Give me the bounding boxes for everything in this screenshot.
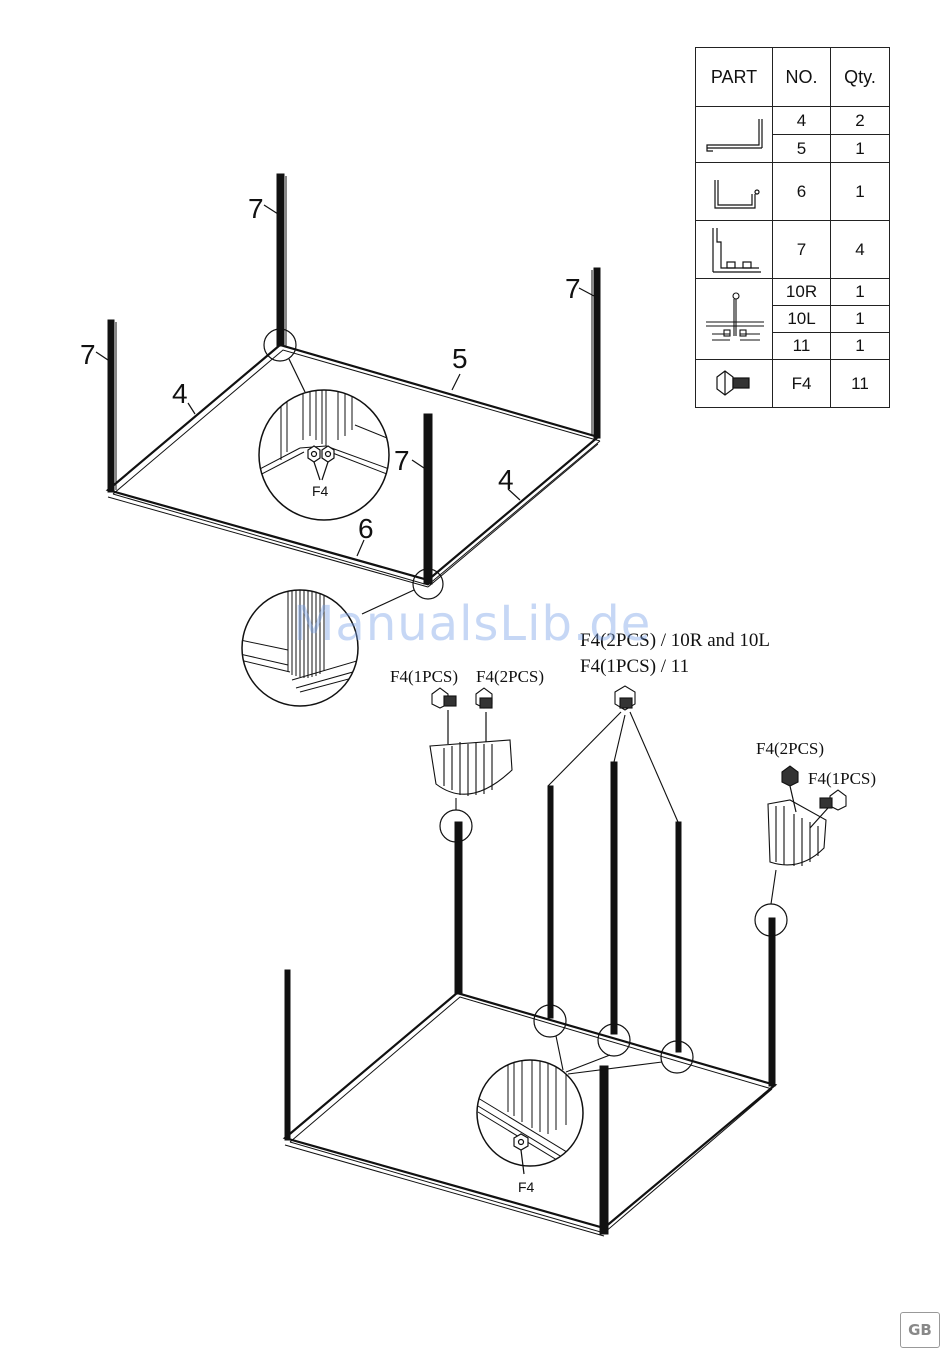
upper-post-back-left [277, 174, 286, 346]
label-post-7-back: 7 [248, 193, 264, 224]
part-qty: 11 [831, 360, 890, 408]
table-row: 4 2 [696, 107, 890, 135]
label-left-f4-1pcs: F4(1PCS) [390, 667, 458, 686]
part-no: F4 [773, 360, 831, 408]
u-channel-icon [696, 163, 773, 221]
part-no: 10L [773, 306, 831, 333]
label-rail-6: 6 [358, 513, 374, 544]
lower-post-left [285, 970, 290, 1140]
upper-post-left [108, 320, 116, 492]
table-row: F4 11 [696, 360, 890, 408]
part-qty: 4 [831, 221, 890, 279]
header-no: NO. [773, 48, 831, 107]
table-row: 10R 1 [696, 279, 890, 306]
table-row: 6 1 [696, 163, 890, 221]
part-qty: 1 [831, 163, 890, 221]
lower-panel-joints [548, 762, 681, 1052]
label-rail-4-right: 4 [498, 464, 514, 495]
part-qty: 1 [831, 279, 890, 306]
part-no: 11 [773, 333, 831, 360]
floor-rail-icon [696, 107, 773, 163]
header-part: PART [696, 48, 773, 107]
upper-post-front [424, 414, 432, 584]
part-no: 7 [773, 221, 831, 279]
bolt-icon [696, 360, 773, 408]
part-qty: 1 [831, 135, 890, 163]
parts-table: PART NO. Qty. 4 2 5 1 6 1 7 4 10R 1 [695, 47, 890, 408]
label-right-f4-2pcs: F4(2PCS) [756, 739, 824, 758]
part-no: 4 [773, 107, 831, 135]
part-no: 10R [773, 279, 831, 306]
label-detail-f4-lower: F4 [518, 1179, 535, 1195]
parts-table-header: PART NO. Qty. [696, 48, 890, 107]
part-qty: 2 [831, 107, 890, 135]
table-row: 7 4 [696, 221, 890, 279]
label-right-f4-1pcs: F4(1PCS) [808, 769, 876, 788]
part-qty: 1 [831, 333, 890, 360]
part-no: 5 [773, 135, 831, 163]
part-qty: 1 [831, 306, 890, 333]
part-no: 6 [773, 163, 831, 221]
detail-right-connector [768, 786, 828, 866]
label-center-callout-2: F4(1PCS) / 11 [580, 656, 689, 677]
corner-post-icon [696, 221, 773, 279]
upper-post-right [592, 268, 600, 438]
detail-lower-bolt [477, 1060, 583, 1174]
detail-corner-bolt [258, 385, 392, 520]
header-qty: Qty. [831, 48, 890, 107]
label-post-7-left: 7 [80, 339, 96, 370]
lower-post-front [600, 1066, 608, 1234]
label-rail-5: 5 [452, 343, 468, 374]
language-badge: GB [900, 1312, 940, 1348]
label-rail-4-left: 4 [172, 378, 188, 409]
lower-post-back [455, 822, 462, 994]
label-left-f4-2pcs: F4(2PCS) [476, 667, 544, 686]
panel-joint-icon [696, 279, 773, 360]
label-post-7-front: 7 [394, 445, 410, 476]
label-detail-f4-upper: F4 [312, 483, 329, 499]
detail-left-connector [430, 710, 512, 796]
watermark: ManualsLib.de [293, 596, 651, 652]
lower-post-right [769, 918, 775, 1086]
label-post-7-right: 7 [565, 273, 581, 304]
